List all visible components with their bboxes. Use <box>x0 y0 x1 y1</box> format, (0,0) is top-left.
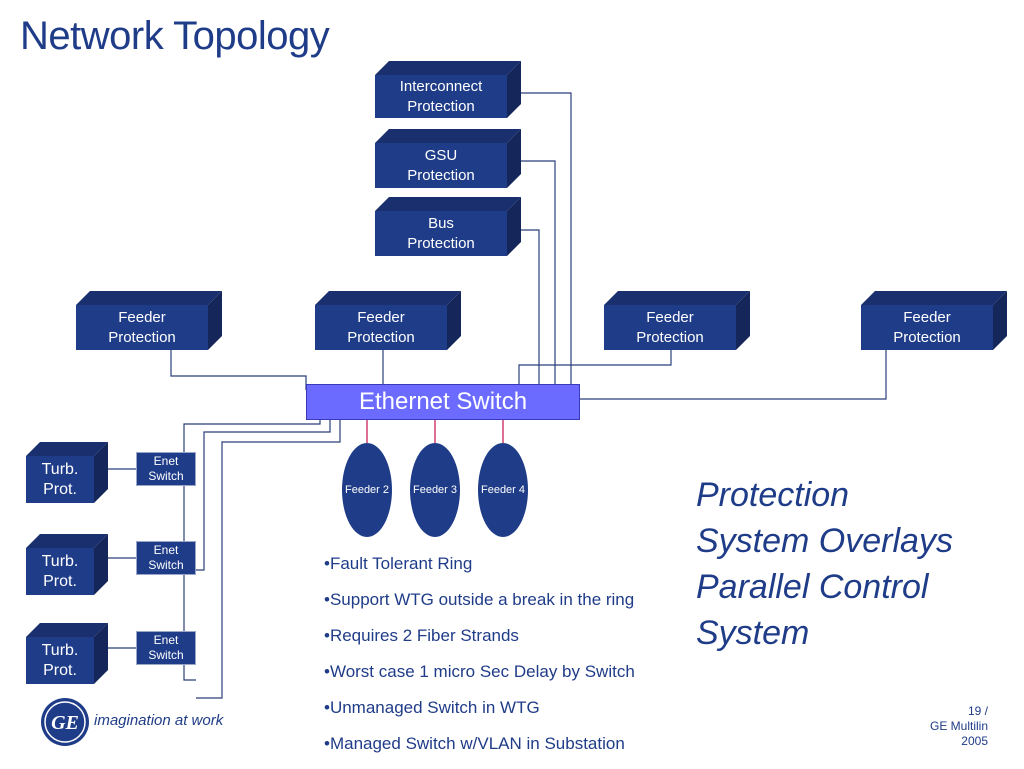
bus-protection-box: Bus Protection <box>375 211 507 256</box>
enet-switch-1: Enet Switch <box>136 452 196 486</box>
box-face-turbine-3 <box>26 623 108 637</box>
box-side-feeder-1 <box>208 291 222 350</box>
box-side-interconnect <box>507 61 521 118</box>
enet-switch-2: Enet Switch <box>136 541 196 575</box>
feeder-protection-box-4: Feeder Protection <box>861 305 993 350</box>
box-face-turbine-1 <box>26 442 108 456</box>
link-ring-mid <box>196 420 331 571</box>
feeder-node-3: Feeder 3 <box>410 443 460 537</box>
link-feeder-1 <box>170 350 307 390</box>
page-number: 19 / <box>967 704 988 718</box>
link-bus <box>521 229 540 384</box>
link-interconnect <box>521 92 572 384</box>
ethernet-switch: Ethernet Switch <box>306 384 580 420</box>
enet-switch-3: Enet Switch <box>136 631 196 665</box>
gsu-protection-box: GSU Protection <box>375 143 507 188</box>
logo-text: GE <box>51 712 79 734</box>
feeder-protection-box-3: Feeder Protection <box>604 305 736 350</box>
box-side-turbine-1 <box>94 442 108 503</box>
callout-line: System <box>696 614 810 652</box>
link-feeder-3 <box>518 350 672 384</box>
feeder-node-4: Feeder 4 <box>478 443 528 537</box>
box-face-gsu <box>375 129 521 143</box>
bullet-item: •Support WTG outside a break in the ring <box>324 590 635 609</box>
callout-text: Protection System Overlays Parallel Cont… <box>696 472 953 656</box>
bullet-item: •Unmanaged Switch in WTG <box>324 698 540 717</box>
company-name: GE Multilin <box>929 719 988 733</box>
year: 2005 <box>961 734 988 748</box>
link-enet-3-ring <box>183 665 196 681</box>
box-side-feeder-3 <box>736 291 750 350</box>
box-face-feeder-4 <box>861 291 1007 305</box>
box-side-turbine-2 <box>94 534 108 595</box>
link-feeder-4 <box>580 350 887 400</box>
box-face-feeder-3 <box>604 291 750 305</box>
link-gsu <box>521 160 556 384</box>
box-face-turbine-2 <box>26 534 108 548</box>
turbine-protection-box-2: Turb. Prot. <box>26 548 94 595</box>
feeder-node-2: Feeder 2 <box>342 443 392 537</box>
ge-monogram-icon: GE <box>41 698 89 746</box>
box-face-feeder-2 <box>315 291 461 305</box>
box-face-bus <box>375 197 521 211</box>
box-face-feeder-1 <box>76 291 222 305</box>
box-side-gsu <box>507 129 521 188</box>
feeder-protection-box-1: Feeder Protection <box>76 305 208 350</box>
bullet-item: •Managed Switch w/VLAN in Substation <box>324 734 625 753</box>
bullet-item: •Requires 2 Fiber Strands <box>324 626 519 645</box>
top-box-3d-faces <box>26 61 1007 684</box>
box-side-feeder-2 <box>447 291 461 350</box>
turbine-protection-box-3: Turb. Prot. <box>26 637 94 684</box>
slide-title: Network Topology <box>20 14 330 58</box>
turbine-protection-box-1: Turb. Prot. <box>26 456 94 503</box>
feeder-node-links <box>366 420 504 443</box>
callout-line: Protection <box>696 476 850 514</box>
box-face-interconnect <box>375 61 521 75</box>
feature-bullet-list: •Fault Tolerant Ring •Support WTG outsid… <box>324 553 635 769</box>
callout-line: System Overlays <box>696 522 953 560</box>
tagline: imagination at work <box>94 712 224 729</box>
footer: 19 / GE Multilin 2005 <box>898 704 988 749</box>
link-lines <box>108 92 887 699</box>
feeder-protection-box-2: Feeder Protection <box>315 305 447 350</box>
interconnect-protection-box: Interconnect Protection <box>375 75 507 118</box>
box-side-turbine-3 <box>94 623 108 684</box>
link-ring-inner <box>183 420 321 452</box>
bullet-item: •Fault Tolerant Ring <box>324 554 473 573</box>
callout-line: Parallel Control <box>696 568 929 606</box>
box-side-bus <box>507 197 521 256</box>
bullet-item: •Worst case 1 micro Sec Delay by Switch <box>324 662 635 681</box>
box-side-feeder-4 <box>993 291 1007 350</box>
link-ring-outer <box>196 420 341 699</box>
